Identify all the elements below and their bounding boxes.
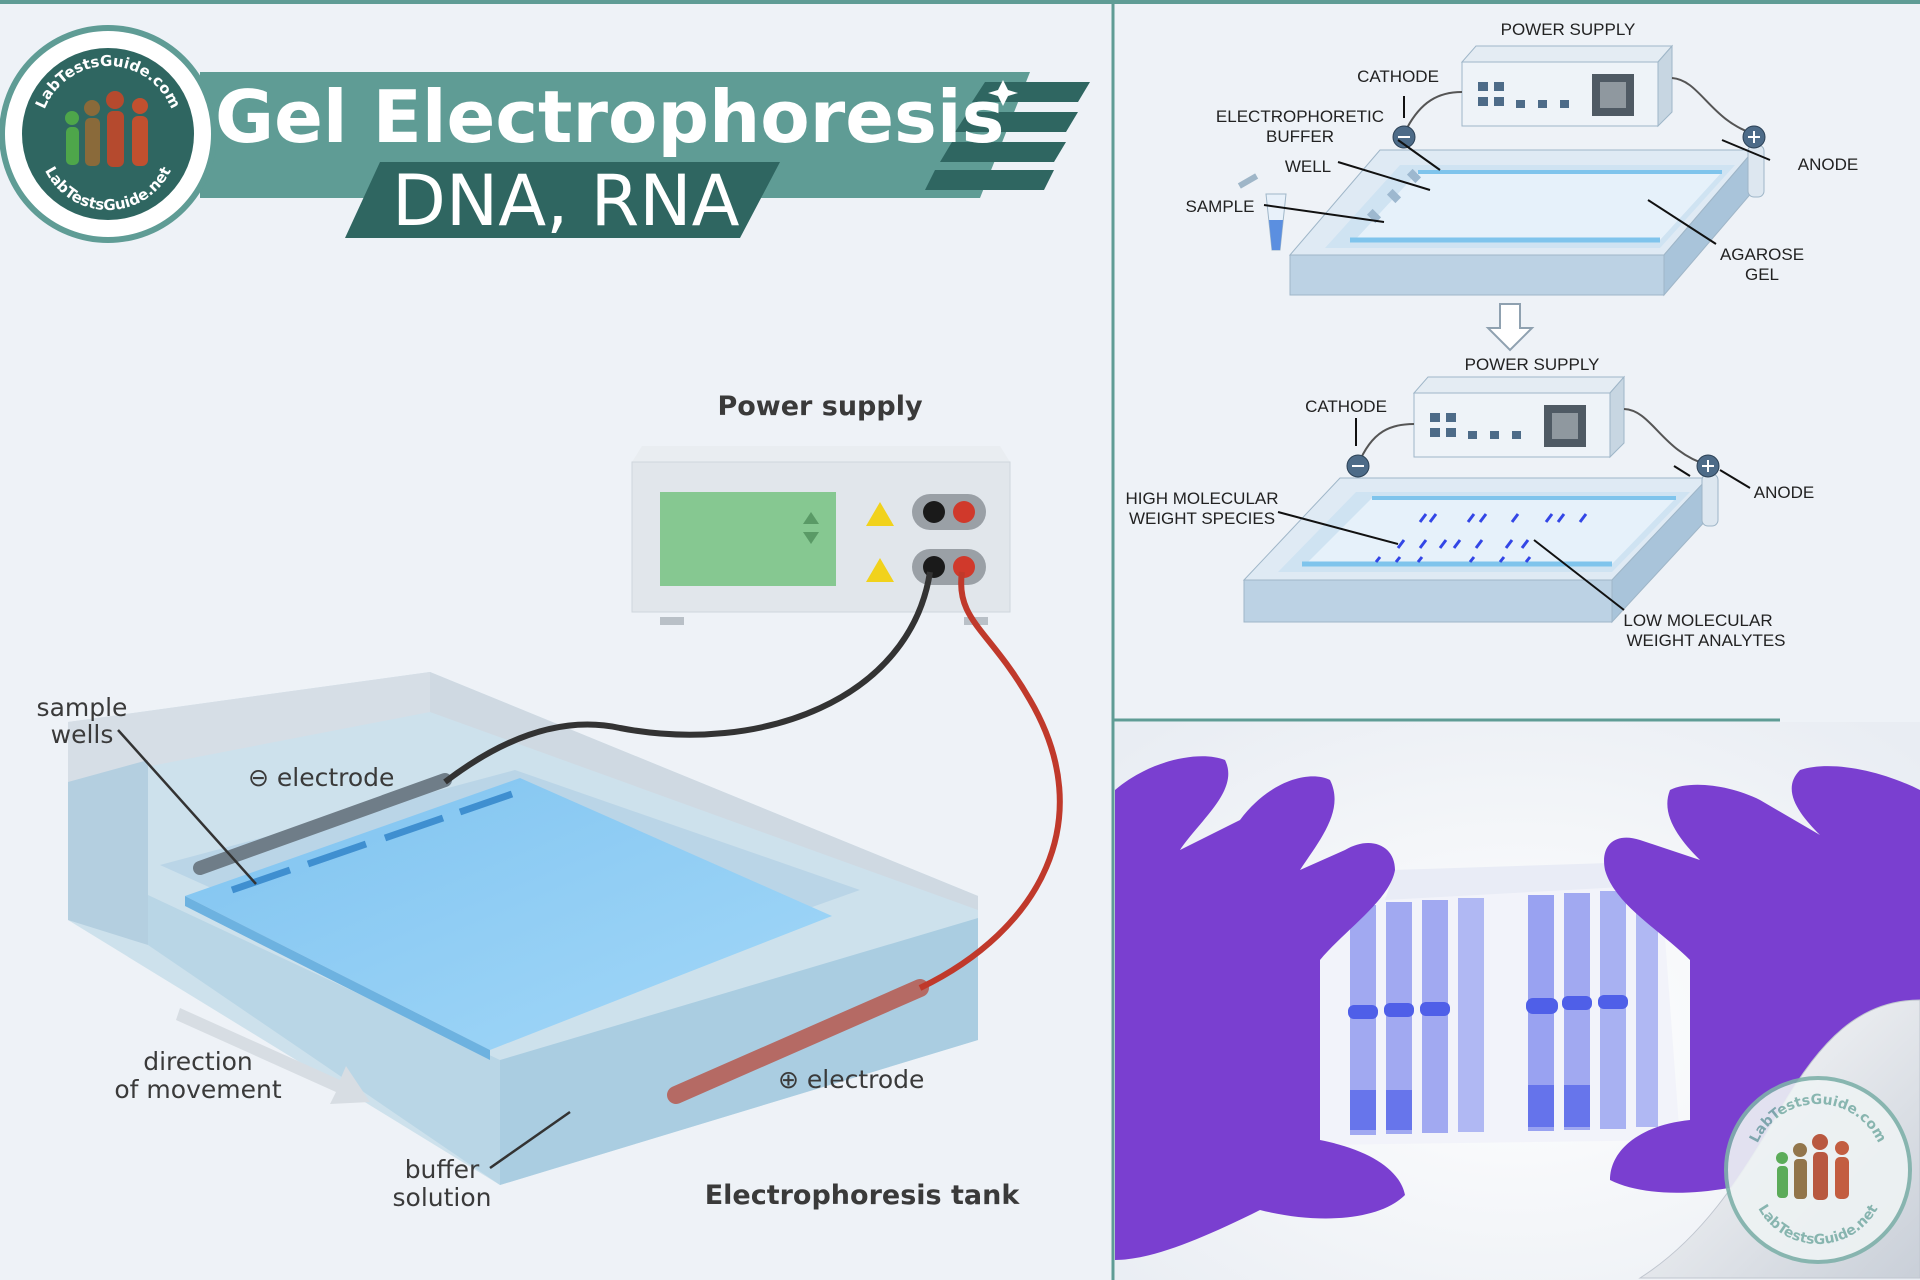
tr-cathode: CATHODE: [1357, 67, 1439, 86]
electrophoresis-tank: [68, 672, 978, 1185]
power-supply-unit: [631, 446, 1011, 625]
sample-well: [230, 866, 292, 894]
tr-agarose-2: GEL: [1745, 265, 1779, 284]
title-banner: Gel Electrophoresis DNA, RNA: [200, 72, 1090, 242]
sample-well: [458, 790, 514, 816]
mr-low-1: LOW MOLECULAR: [1623, 611, 1772, 630]
mr-low-2: WEIGHT ANALYTES: [1626, 631, 1785, 650]
label-buffer-2: solution: [393, 1183, 492, 1212]
positive-electrode-rod: [667, 979, 929, 1104]
tr-sample: SAMPLE: [1186, 197, 1255, 216]
agarose-gel: [185, 778, 832, 1050]
setup-diagram-top: POWER SUPPLY: [1186, 20, 1858, 352]
mr-anode: ANODE: [1754, 483, 1814, 502]
negative-wire: [443, 571, 933, 785]
warning-icon: [866, 558, 894, 582]
page-title: Gel Electrophoresis: [215, 75, 1004, 159]
label-negative-electrode: ⊖ electrode: [248, 763, 394, 792]
dna-bands: [1374, 513, 1588, 563]
mr-high-1: HIGH MOLECULAR: [1125, 489, 1278, 508]
positive-wire: [918, 571, 1063, 991]
mr-cathode: CATHODE: [1305, 397, 1387, 416]
warning-icon: [866, 502, 894, 526]
main-apparatus-diagram: Power supply: [37, 391, 1063, 1212]
label-sample-wells-1: sample: [37, 693, 128, 722]
tr-agarose-1: AGAROSE: [1720, 245, 1804, 264]
tr-buffer-1: ELECTROPHORETIC: [1216, 107, 1384, 126]
label-positive-electrode: ⊕ electrode: [778, 1065, 924, 1094]
page-subtitle: DNA, RNA: [392, 160, 740, 242]
label-direction-2: of movement: [114, 1075, 281, 1104]
logo: LabTestsGuide.com LabTestsGuide.net: [0, 25, 217, 243]
setup-diagram-bottom: POWER SUPPLY: [1125, 355, 1814, 650]
display-screen: [660, 492, 836, 586]
tr-well: WELL: [1285, 157, 1331, 176]
tr-buffer-2: BUFFER: [1266, 127, 1334, 146]
negative-electrode-rod: [193, 773, 452, 875]
down-arrow-icon: [1485, 303, 1535, 352]
label-electrophoresis-tank: Electrophoresis tank: [705, 1180, 1021, 1211]
label-direction-1: direction: [143, 1047, 253, 1076]
sample-well: [306, 840, 368, 868]
positive-terminal: [953, 501, 975, 523]
sparkle-icon: [988, 80, 1018, 106]
left-gloved-hand: [1115, 756, 1405, 1260]
family-icon: [65, 91, 148, 167]
mr-power-supply: POWER SUPPLY: [1465, 355, 1600, 374]
label-sample-wells-2: wells: [51, 720, 114, 749]
sample-well: [383, 814, 445, 842]
tr-power-supply: POWER SUPPLY: [1501, 20, 1636, 39]
watermark-logo: LabTestsGuide.com LabTestsGuide.net: [1724, 1076, 1912, 1264]
mr-high-2: WEIGHT SPECIES: [1129, 509, 1275, 528]
label-buffer-1: buffer: [405, 1155, 480, 1184]
negative-terminal: [923, 501, 945, 523]
protein-gel-slab: [1300, 862, 1680, 1145]
label-power-supply: Power supply: [717, 391, 923, 422]
direction-arrow: [176, 1008, 370, 1104]
gel-photo-panel: LabTestsGuide.com LabTestsGuide.net: [1115, 722, 1920, 1280]
tr-anode: ANODE: [1798, 155, 1858, 174]
